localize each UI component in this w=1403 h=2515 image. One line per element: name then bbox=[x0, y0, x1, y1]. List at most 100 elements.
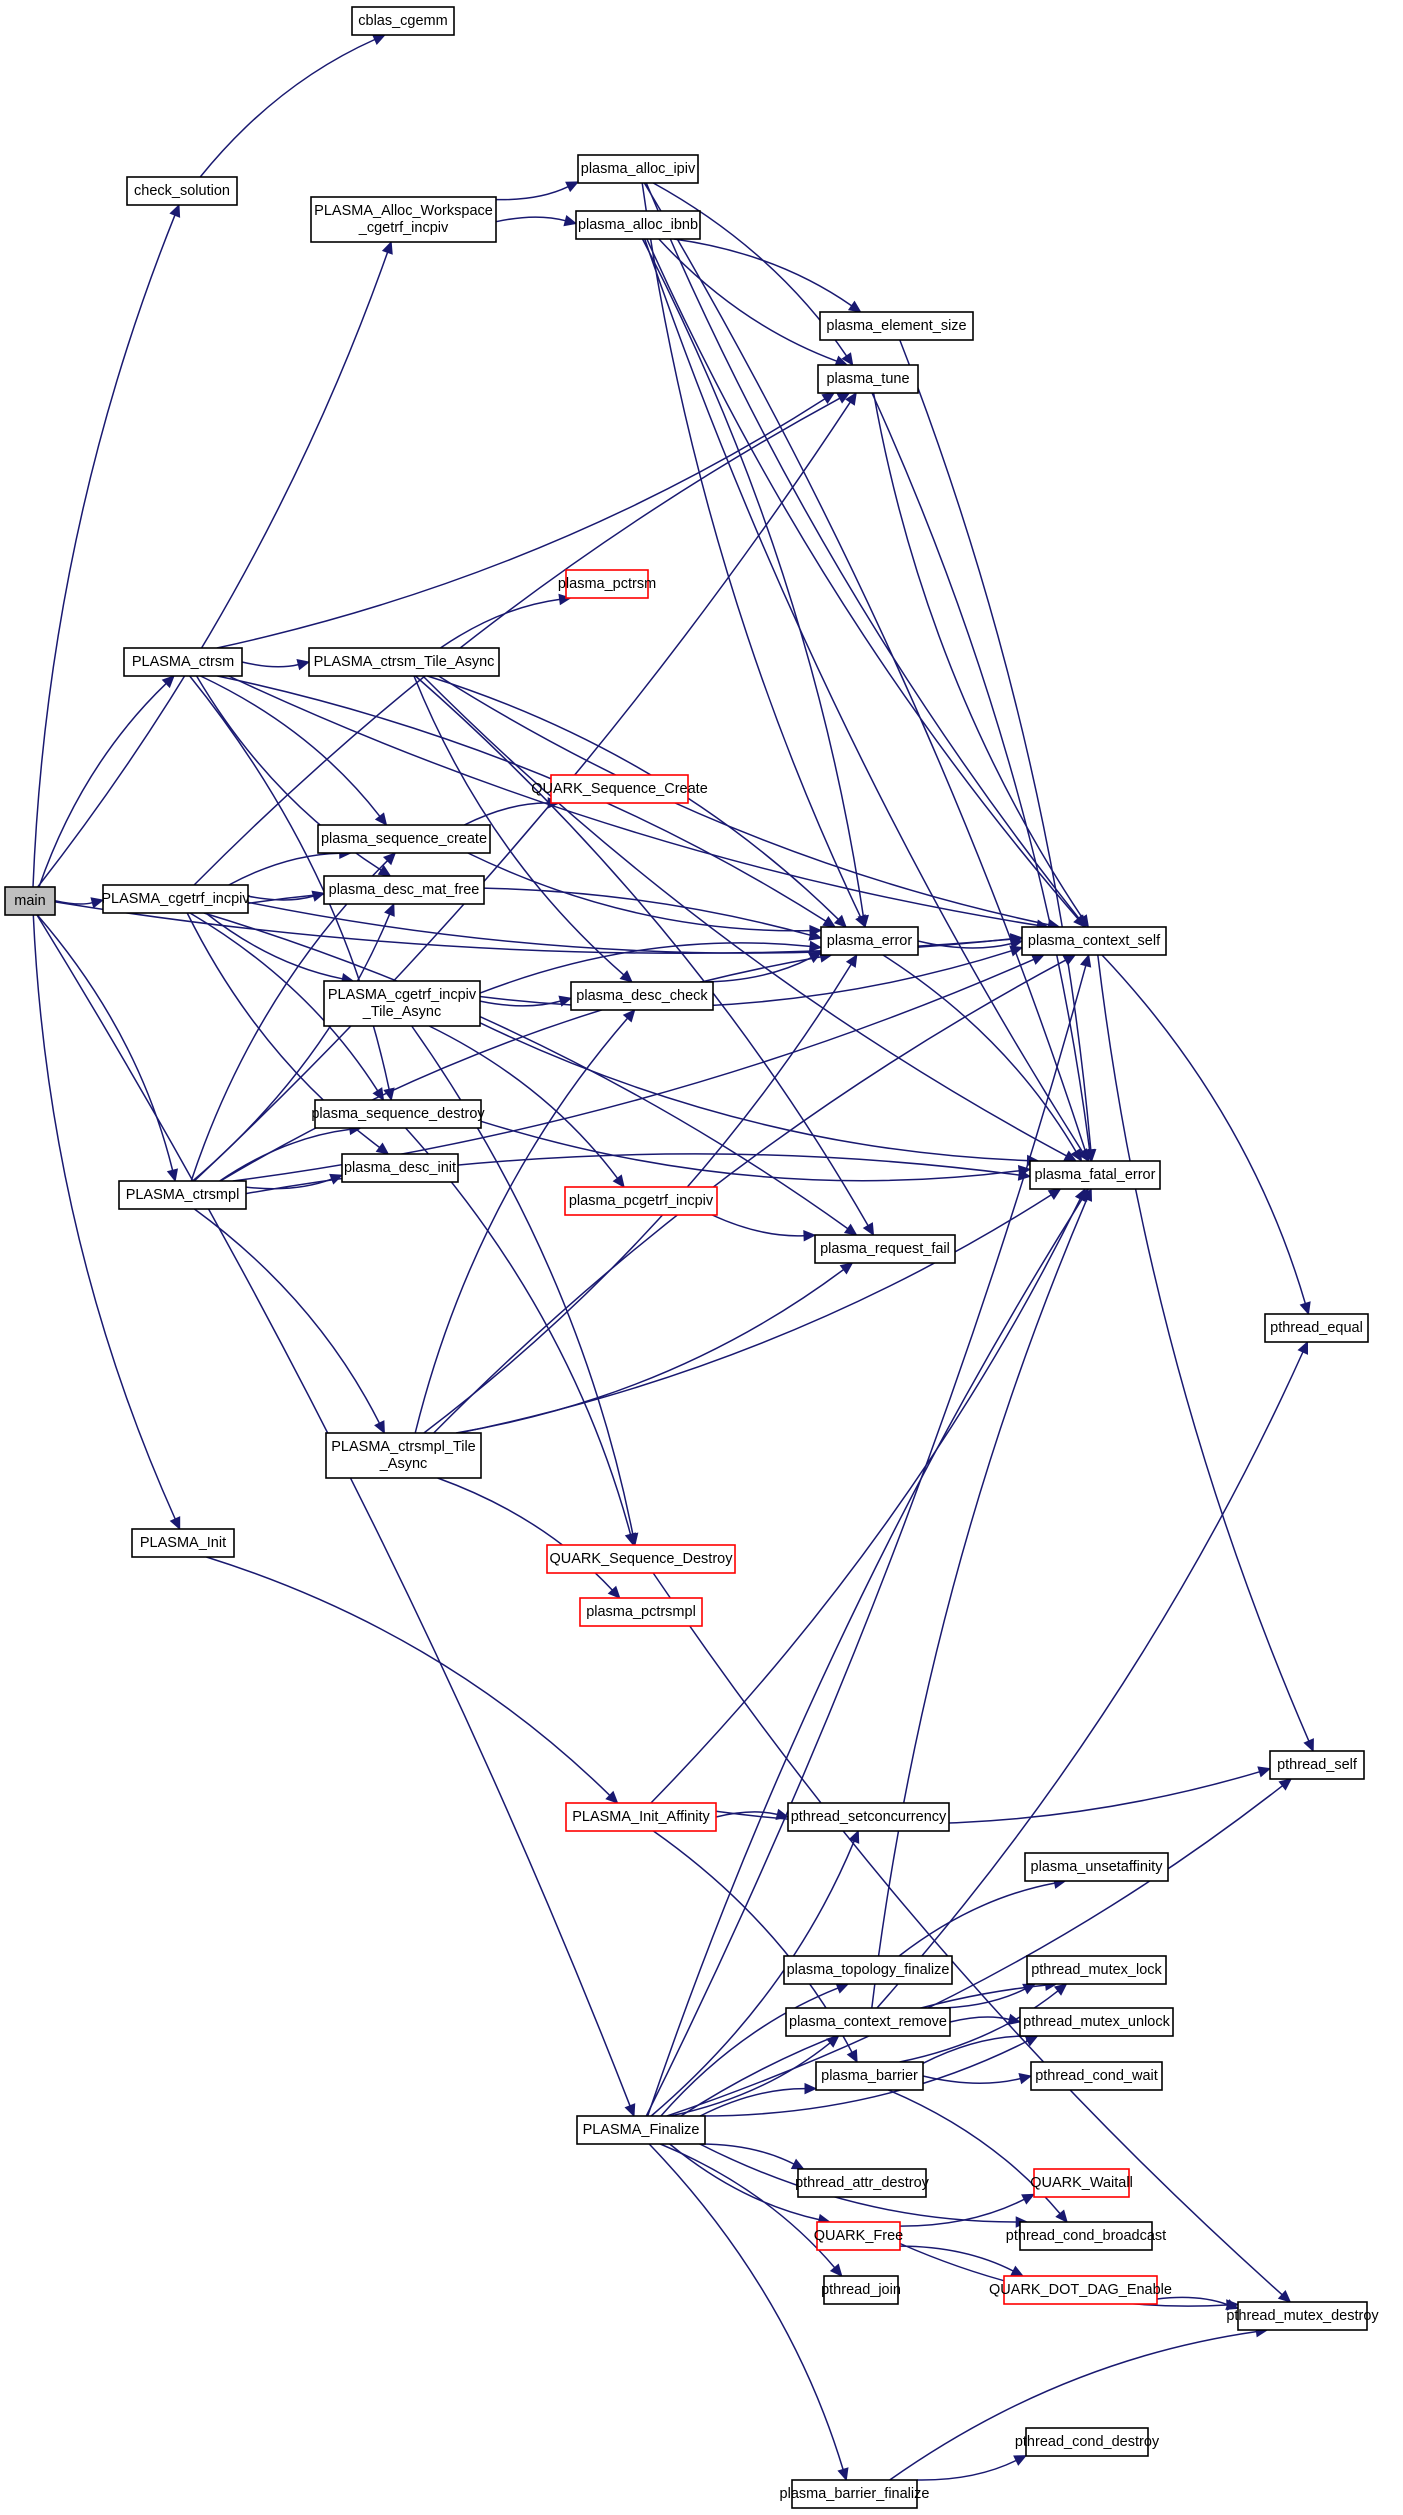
node-pthread-cond-destroy[interactable]: pthread_cond_destroy bbox=[1015, 2427, 1160, 2457]
node-plasma-finalize[interactable]: PLASMA_Finalize bbox=[576, 2115, 706, 2145]
node-label: pthread_self bbox=[1277, 1757, 1358, 1773]
arrowhead-icon bbox=[803, 1229, 817, 1242]
node-pthread-equal[interactable]: pthread_equal bbox=[1264, 1313, 1369, 1343]
node-pthread-self[interactable]: pthread_self bbox=[1269, 1750, 1365, 1780]
node-quark-dot-dag-enable[interactable]: QUARK_DOT_DAG_Enable bbox=[989, 2275, 1172, 2305]
edge-line bbox=[203, 912, 849, 1230]
node-label: plasma_barrier bbox=[821, 2068, 918, 2084]
node-box bbox=[1033, 2168, 1130, 2198]
edge-line bbox=[916, 2459, 1017, 2481]
edge-PLASMA_ctrsmpl_Tile_Async-to-plasma_pctrsmpl bbox=[437, 1477, 621, 1599]
node-check-solution[interactable]: check_solution bbox=[126, 176, 238, 206]
node-quark-free[interactable]: QUARK_Free bbox=[814, 2221, 903, 2251]
node-plasma-request-fail[interactable]: plasma_request_fail bbox=[814, 1234, 956, 1264]
arrowhead-icon bbox=[1013, 2455, 1028, 2466]
node-label: check_solution bbox=[134, 183, 230, 199]
node-box bbox=[820, 926, 919, 956]
node-box bbox=[341, 1153, 459, 1183]
edge-plasma_alloc_ibnb-to-plasma_tune bbox=[658, 238, 849, 367]
node-main[interactable]: main bbox=[4, 886, 56, 916]
node-plasma-init[interactable]: PLASMA_Init bbox=[131, 1528, 235, 1558]
edge-PLASMA_ctrsm-to-PLASMA_ctrsm_Tile_Async bbox=[241, 659, 311, 671]
arrowhead-icon bbox=[821, 392, 836, 405]
node-label: _Tile_Async bbox=[362, 1004, 441, 1020]
arrowhead-icon bbox=[1047, 1188, 1062, 1201]
node-plasma-sequence-create[interactable]: plasma_sequence_create bbox=[317, 824, 491, 854]
edge-line bbox=[422, 675, 1067, 1157]
arrowhead-icon bbox=[612, 1174, 625, 1188]
edge-main-to-PLASMA_ctrsm bbox=[38, 675, 175, 888]
node-plasma-fatal-error[interactable]: plasma_fatal_error bbox=[1029, 1160, 1161, 1190]
arrowhead-icon bbox=[1257, 1766, 1272, 1778]
edge-line bbox=[1101, 954, 1307, 1304]
edge-PLASMA_ctrsm_Tile_Async-to-plasma_desc_check bbox=[413, 675, 633, 983]
edge-line bbox=[641, 182, 862, 918]
node-pthread-mutex-lock[interactable]: pthread_mutex_lock bbox=[1026, 1955, 1167, 1985]
arrowhead-icon bbox=[808, 929, 823, 941]
node-pthread-cond-broadcast[interactable]: pthread_cond_broadcast bbox=[1006, 2221, 1166, 2251]
node-box bbox=[817, 364, 919, 394]
node-pthread-setconcurrency[interactable]: pthread_setconcurrency bbox=[787, 1802, 950, 1832]
node-plasma-topology-finalize[interactable]: plasma_topology_finalize bbox=[783, 1955, 953, 1985]
edge-PLASMA_cgetrf_incpiv_Tile_Async-to-plasma_context_self bbox=[479, 945, 1024, 1008]
node-plasma-ctrsmpl-tile-async[interactable]: PLASMA_ctrsmpl_Tile_Async bbox=[325, 1432, 482, 1479]
arrowhead-icon bbox=[1225, 2299, 1240, 2310]
node-plasma-desc-init[interactable]: plasma_desc_init bbox=[341, 1153, 459, 1183]
node-plasma-alloc-ipiv[interactable]: plasma_alloc_ipiv bbox=[577, 154, 699, 184]
edge-plasma_alloc_ibnb-to-plasma_element_size bbox=[673, 238, 862, 313]
edge-line bbox=[228, 852, 340, 886]
node-plasma-barrier[interactable]: plasma_barrier bbox=[815, 2061, 924, 2091]
arrowhead-icon bbox=[833, 914, 847, 928]
node-pthread-cond-wait[interactable]: pthread_cond_wait bbox=[1030, 2061, 1163, 2091]
edge-line bbox=[415, 675, 869, 1226]
node-plasma-element-size[interactable]: plasma_element_size bbox=[819, 311, 974, 341]
node-quark-sequence-create[interactable]: QUARK_Sequence_Create bbox=[531, 774, 708, 804]
node-pthread-attr-destroy[interactable]: pthread_attr_destroy bbox=[795, 2168, 930, 2198]
node-pthread-mutex-destroy[interactable]: pthread_mutex_destroy bbox=[1226, 2301, 1379, 2331]
edge-line bbox=[455, 1268, 844, 1434]
edge-line bbox=[495, 216, 566, 223]
node-pthread-mutex-unlock[interactable]: pthread_mutex_unlock bbox=[1019, 2007, 1174, 2037]
node-plasma-context-self[interactable]: plasma_context_self bbox=[1021, 926, 1167, 956]
node-plasma-alloc-workspace-cgetrf-incpiv[interactable]: PLASMA_Alloc_Workspace_cgetrf_incpiv bbox=[310, 196, 497, 243]
node-plasma-init-affinity[interactable]: PLASMA_Init_Affinity bbox=[565, 1802, 717, 1832]
edge-line bbox=[38, 683, 167, 888]
node-plasma-unsetaffinity[interactable]: plasma_unsetaffinity bbox=[1024, 1852, 1169, 1882]
edge-line bbox=[660, 1987, 839, 2117]
edge-plasma_barrier-to-pthread_mutex_lock bbox=[899, 1983, 1068, 2063]
arrowhead-icon bbox=[847, 300, 862, 313]
edge-PLASMA_ctrsm_Tile_Async-to-plasma_request_fail bbox=[415, 675, 875, 1237]
node-pthread-join[interactable]: pthread_join bbox=[821, 2275, 901, 2305]
edge-line bbox=[650, 1840, 855, 2117]
node-plasma-ctrsmpl[interactable]: PLASMA_ctrsmpl bbox=[118, 1180, 247, 1210]
node-plasma-sequence-destroy[interactable]: plasma_sequence_destroy bbox=[311, 1099, 485, 1129]
node-label: PLASMA_ctrsm_Tile_Async bbox=[314, 654, 495, 670]
node-plasma-barrier-finalize[interactable]: plasma_barrier_finalize bbox=[780, 2479, 930, 2509]
node-plasma-pctrsmpl[interactable]: plasma_pctrsmpl bbox=[579, 1597, 703, 1627]
node-plasma-context-remove[interactable]: plasma_context_remove bbox=[785, 2007, 951, 2037]
edge-main-to-check_solution bbox=[32, 203, 181, 888]
node-plasma-pcgetrf-incpiv[interactable]: plasma_pcgetrf_incpiv bbox=[564, 1186, 718, 1216]
node-plasma-pctrsm[interactable]: plasma_pctrsm bbox=[558, 569, 656, 599]
node-plasma-cgetrf-incpiv-tile-async[interactable]: PLASMA_cgetrf_incpiv_Tile_Async bbox=[323, 980, 481, 1027]
node-plasma-cgetrf-incpiv[interactable]: PLASMA_cgetrf_incpiv bbox=[101, 884, 250, 914]
node-quark-sequence-destroy[interactable]: QUARK_Sequence_Destroy bbox=[546, 1544, 736, 1574]
edge-line bbox=[36, 914, 631, 2107]
node-plasma-desc-check[interactable]: plasma_desc_check bbox=[570, 981, 714, 1011]
node-cblas-cgemm[interactable]: cblas_cgemm bbox=[351, 6, 455, 36]
node-label: plasma_pcgetrf_incpiv bbox=[569, 1193, 714, 1209]
edge-line bbox=[699, 2143, 1017, 2223]
node-quark-waitall[interactable]: QUARK_Waitall bbox=[1030, 2168, 1133, 2198]
edge-line bbox=[652, 182, 848, 357]
node-plasma-error[interactable]: plasma_error bbox=[820, 926, 919, 956]
edge-plasma_alloc_ipiv-to-plasma_error bbox=[641, 182, 866, 929]
edge-main-to-PLASMA_Finalize bbox=[36, 914, 636, 2118]
node-plasma-ctrsm-tile-async[interactable]: PLASMA_ctrsm_Tile_Async bbox=[308, 647, 500, 677]
arrowhead-icon bbox=[837, 2467, 849, 2482]
node-plasma-ctrsm[interactable]: PLASMA_ctrsm bbox=[123, 647, 243, 677]
node-plasma-alloc-ibnb[interactable]: plasma_alloc_ibnb bbox=[575, 210, 701, 240]
node-box bbox=[323, 875, 485, 905]
node-plasma-tune[interactable]: plasma_tune bbox=[817, 364, 919, 394]
node-plasma-desc-mat-free[interactable]: plasma_desc_mat_free bbox=[323, 875, 485, 905]
node-label: main bbox=[14, 893, 45, 909]
